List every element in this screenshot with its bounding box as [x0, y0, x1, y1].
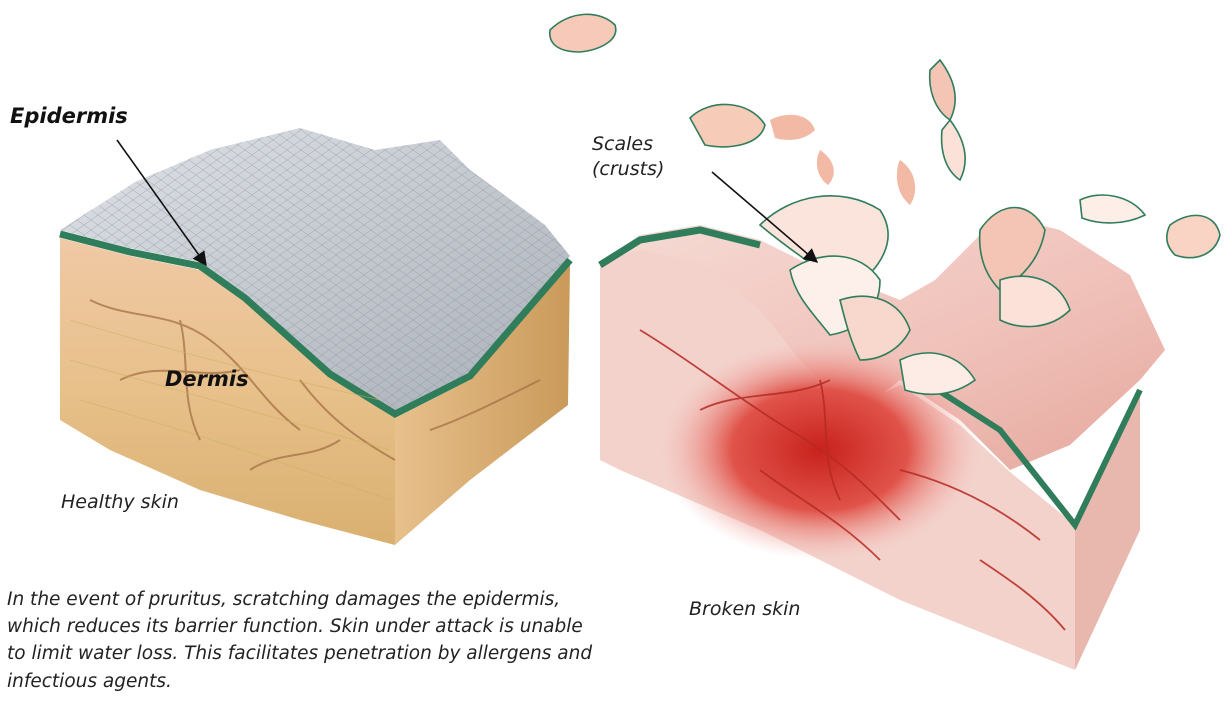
healthy-skin-block [60, 128, 570, 545]
healthy-skin-label: Healthy skin [61, 490, 179, 515]
scales-label: Scales (crusts) [592, 132, 712, 181]
scales-label-line2: (crusts) [592, 157, 712, 182]
scales-label-line1: Scales [592, 132, 712, 157]
broken-skin-block [550, 14, 1220, 670]
dermis-label: Dermis [165, 366, 249, 393]
explanation-caption: In the event of pruritus, scratching dam… [7, 586, 607, 695]
broken-dermis-side [1075, 390, 1140, 670]
broken-skin-label: Broken skin [689, 597, 800, 622]
epidermis-label: Epidermis [10, 103, 128, 130]
